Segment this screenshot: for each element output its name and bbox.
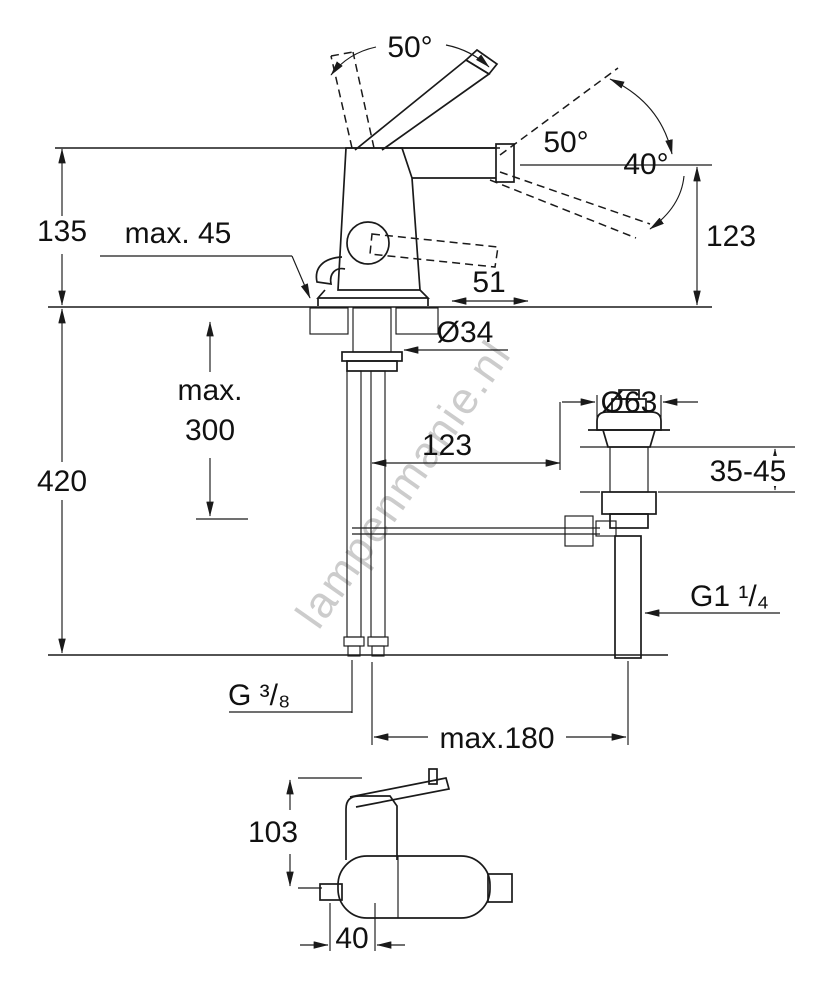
dim-spout-swivel-up-label: 50° [543,126,588,159]
dim-spout-swivel-down-label: 40° [623,148,668,181]
pop-up-waste-assembly [588,389,670,659]
dim-overall-height-label: 420 [37,465,87,498]
dim-hose-to-waste-label: 123 [422,429,472,462]
dim-max-center-distance-label: max.180 [439,722,554,755]
dim-deck-thickness-label: max. 45 [125,217,232,250]
dim-side-height-label: 103 [248,816,298,849]
dim-waste-deck-range-label: 35-45 [710,455,787,488]
dim-side-depth-label: 40 [335,922,368,955]
dim-waste-thread-label: G1 ¹/₄ [690,580,769,613]
dimension-lines [58,148,795,951]
dim-handle-angle-label: 50° [387,31,432,64]
mixer-elevation-view [315,48,651,306]
angle-arcs [330,44,685,230]
label-backplate [703,456,795,486]
dim-shank-diameter-label: Ø34 [437,316,494,349]
dim-hose-length-label-1: max. [177,374,242,407]
dim-hose-length-label-2: 300 [185,414,235,447]
dim-supply-thread-label: G ³/₈ [228,679,290,712]
dim-spout-height-label: 135 [37,215,87,248]
dim-spout-detail-label: 51 [472,266,505,299]
installation-parts [309,307,600,657]
dim-waste-flange-label: Ø63 [601,386,658,419]
dim-outlet-height-label: 123 [706,220,756,253]
watermark: lampenmanie.nl [287,331,521,636]
side-view [319,768,513,919]
dimension-labels: 50° 50° 40° 135 max. 45 123 51 Ø34 max. … [37,31,795,955]
